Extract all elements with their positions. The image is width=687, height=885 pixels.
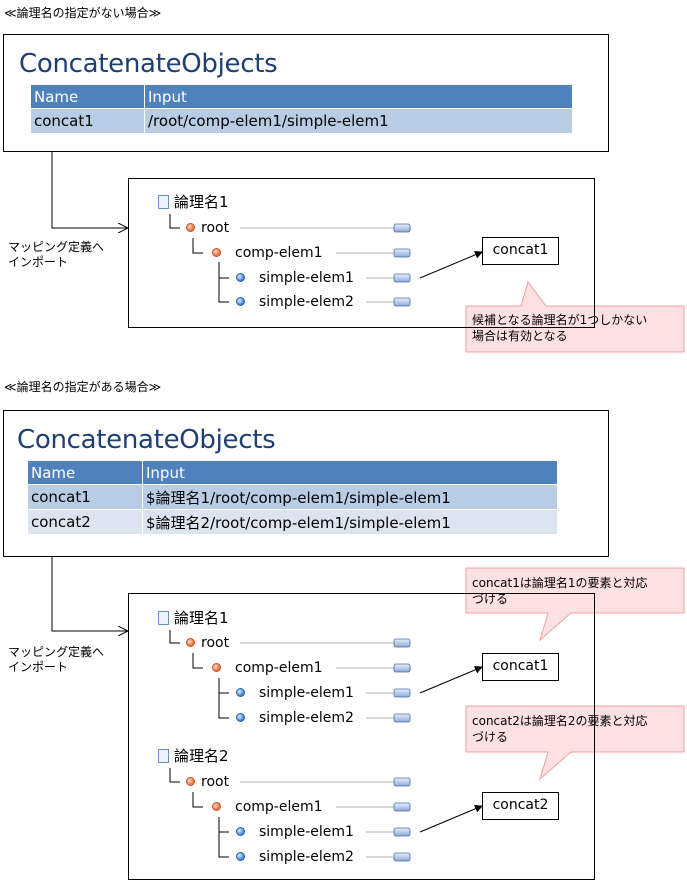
complex-element-icon [212, 662, 221, 672]
simple-element-icon [236, 296, 245, 306]
section2-title: ≪論理名の指定がある場合≫ [4, 380, 162, 394]
import-note-line2: インポート [8, 255, 69, 269]
node-label: comp-elem1 [235, 799, 323, 815]
target-concat1[interactable]: concat1 [482, 237, 559, 265]
document-icon [158, 610, 169, 625]
callout-line2: 場合は有効となる [472, 329, 568, 343]
mapping-panel-1 [128, 178, 595, 328]
complex-element-icon [186, 222, 195, 232]
node-label: root [201, 635, 230, 651]
logical-name-label: 論理名2 [174, 747, 229, 765]
tree-node-comp[interactable]: comp-elem1 [212, 660, 323, 676]
tree-node-root[interactable]: root [186, 635, 229, 651]
node-label: simple-elem2 [259, 849, 354, 865]
mapping-panel-2 [128, 593, 595, 880]
complex-element-icon [186, 776, 195, 786]
component-panel-1: ConcatenateObjects Name Input concat1 /r… [3, 34, 609, 152]
tree-node-comp[interactable]: comp-elem1 [212, 799, 323, 815]
component-panel-2: ConcatenateObjects Name Input concat1 $論… [3, 410, 609, 557]
complex-element-icon [186, 637, 195, 647]
cell-input: $論理名2/root/comp-elem1/simple-elem1 [142, 509, 558, 534]
node-label: root [201, 220, 230, 236]
section1-title: ≪論理名の指定がない場合≫ [4, 6, 162, 20]
col-header-input: Input [142, 461, 558, 485]
simple-element-icon [236, 272, 245, 282]
simple-element-icon [236, 712, 245, 722]
node-label: root [201, 774, 230, 790]
node-label: simple-elem1 [259, 824, 354, 840]
callout-line2: づける [472, 592, 509, 606]
io-table: Name Input concat1 /root/comp-elem1/simp… [31, 85, 573, 133]
node-label: comp-elem1 [235, 660, 323, 676]
tree-node-simple2[interactable]: simple-elem2 [236, 849, 354, 865]
tree-node-simple1[interactable]: simple-elem1 [236, 685, 354, 701]
col-header-name: Name [31, 85, 145, 109]
complex-element-icon [212, 801, 221, 811]
col-header-input: Input [144, 85, 573, 109]
import-note-line2: インポート [8, 660, 69, 674]
cell-input: $論理名1/root/comp-elem1/simple-elem1 [142, 484, 558, 510]
simple-element-icon [236, 826, 245, 836]
callout-line1: concat1は論理名1の要素と対応 [472, 576, 648, 590]
table-row[interactable]: concat2 $論理名2/root/comp-elem1/simple-ele… [28, 509, 558, 534]
document-icon [158, 748, 169, 763]
callout-line1: concat2は論理名2の要素と対応 [472, 714, 648, 728]
logical-name-label: 論理名1 [174, 609, 229, 627]
tree-node-root[interactable]: root [186, 220, 229, 236]
map-icons-s1 [393, 223, 411, 307]
callout-note: 候補となる論理名が1つしかない 場合は有効となる [472, 312, 647, 344]
complex-element-icon [212, 247, 221, 257]
node-label: simple-elem1 [259, 270, 354, 286]
node-label: simple-elem2 [259, 294, 354, 310]
node-label: simple-elem2 [259, 710, 354, 726]
cell-input: /root/comp-elem1/simple-elem1 [144, 108, 573, 133]
simple-element-icon [236, 851, 245, 861]
cell-name: concat2 [28, 509, 143, 534]
tree-node-simple2[interactable]: simple-elem2 [236, 710, 354, 726]
node-label: comp-elem1 [235, 245, 323, 261]
logical-name-label: 論理名1 [174, 193, 229, 211]
callout-note: concat2は論理名2の要素と対応 づける [472, 713, 647, 745]
import-note-line1: マッピング定義へ [8, 240, 105, 254]
table-row[interactable]: concat1 $論理名1/root/comp-elem1/simple-ele… [28, 484, 558, 510]
tree-node-root[interactable]: root [186, 774, 229, 790]
import-note: マッピング定義へ インポート [8, 645, 104, 675]
callout-note: concat1は論理名1の要素と対応 づける [472, 575, 647, 607]
logical-name-node[interactable]: 論理名1 [158, 609, 229, 627]
target-concat2[interactable]: concat2 [482, 792, 559, 820]
document-icon [158, 194, 169, 209]
callout-line1: 候補となる論理名が1つしかない [472, 313, 648, 327]
logical-name-node[interactable]: 論理名2 [158, 747, 229, 765]
io-table: Name Input concat1 $論理名1/root/comp-elem1… [28, 461, 558, 534]
tree-node-simple1[interactable]: simple-elem1 [236, 270, 354, 286]
col-header-name: Name [28, 461, 143, 485]
tree-node-comp[interactable]: comp-elem1 [212, 245, 323, 261]
import-note: マッピング定義へ インポート [8, 240, 104, 270]
node-label: simple-elem1 [259, 685, 354, 701]
map-icons-s2 [393, 638, 411, 862]
callout-line2: づける [472, 730, 509, 744]
target-concat1[interactable]: concat1 [482, 653, 559, 681]
logical-name-node[interactable]: 論理名1 [158, 193, 229, 211]
simple-element-icon [236, 687, 245, 697]
import-note-line1: マッピング定義へ [8, 645, 105, 659]
table-row[interactable]: concat1 /root/comp-elem1/simple-elem1 [31, 108, 573, 133]
cell-name: concat1 [31, 108, 145, 133]
tree-node-simple1[interactable]: simple-elem1 [236, 824, 354, 840]
component-title: ConcatenateObjects [19, 49, 278, 79]
cell-name: concat1 [28, 484, 143, 510]
tree-node-simple2[interactable]: simple-elem2 [236, 294, 354, 310]
component-title: ConcatenateObjects [17, 425, 276, 455]
